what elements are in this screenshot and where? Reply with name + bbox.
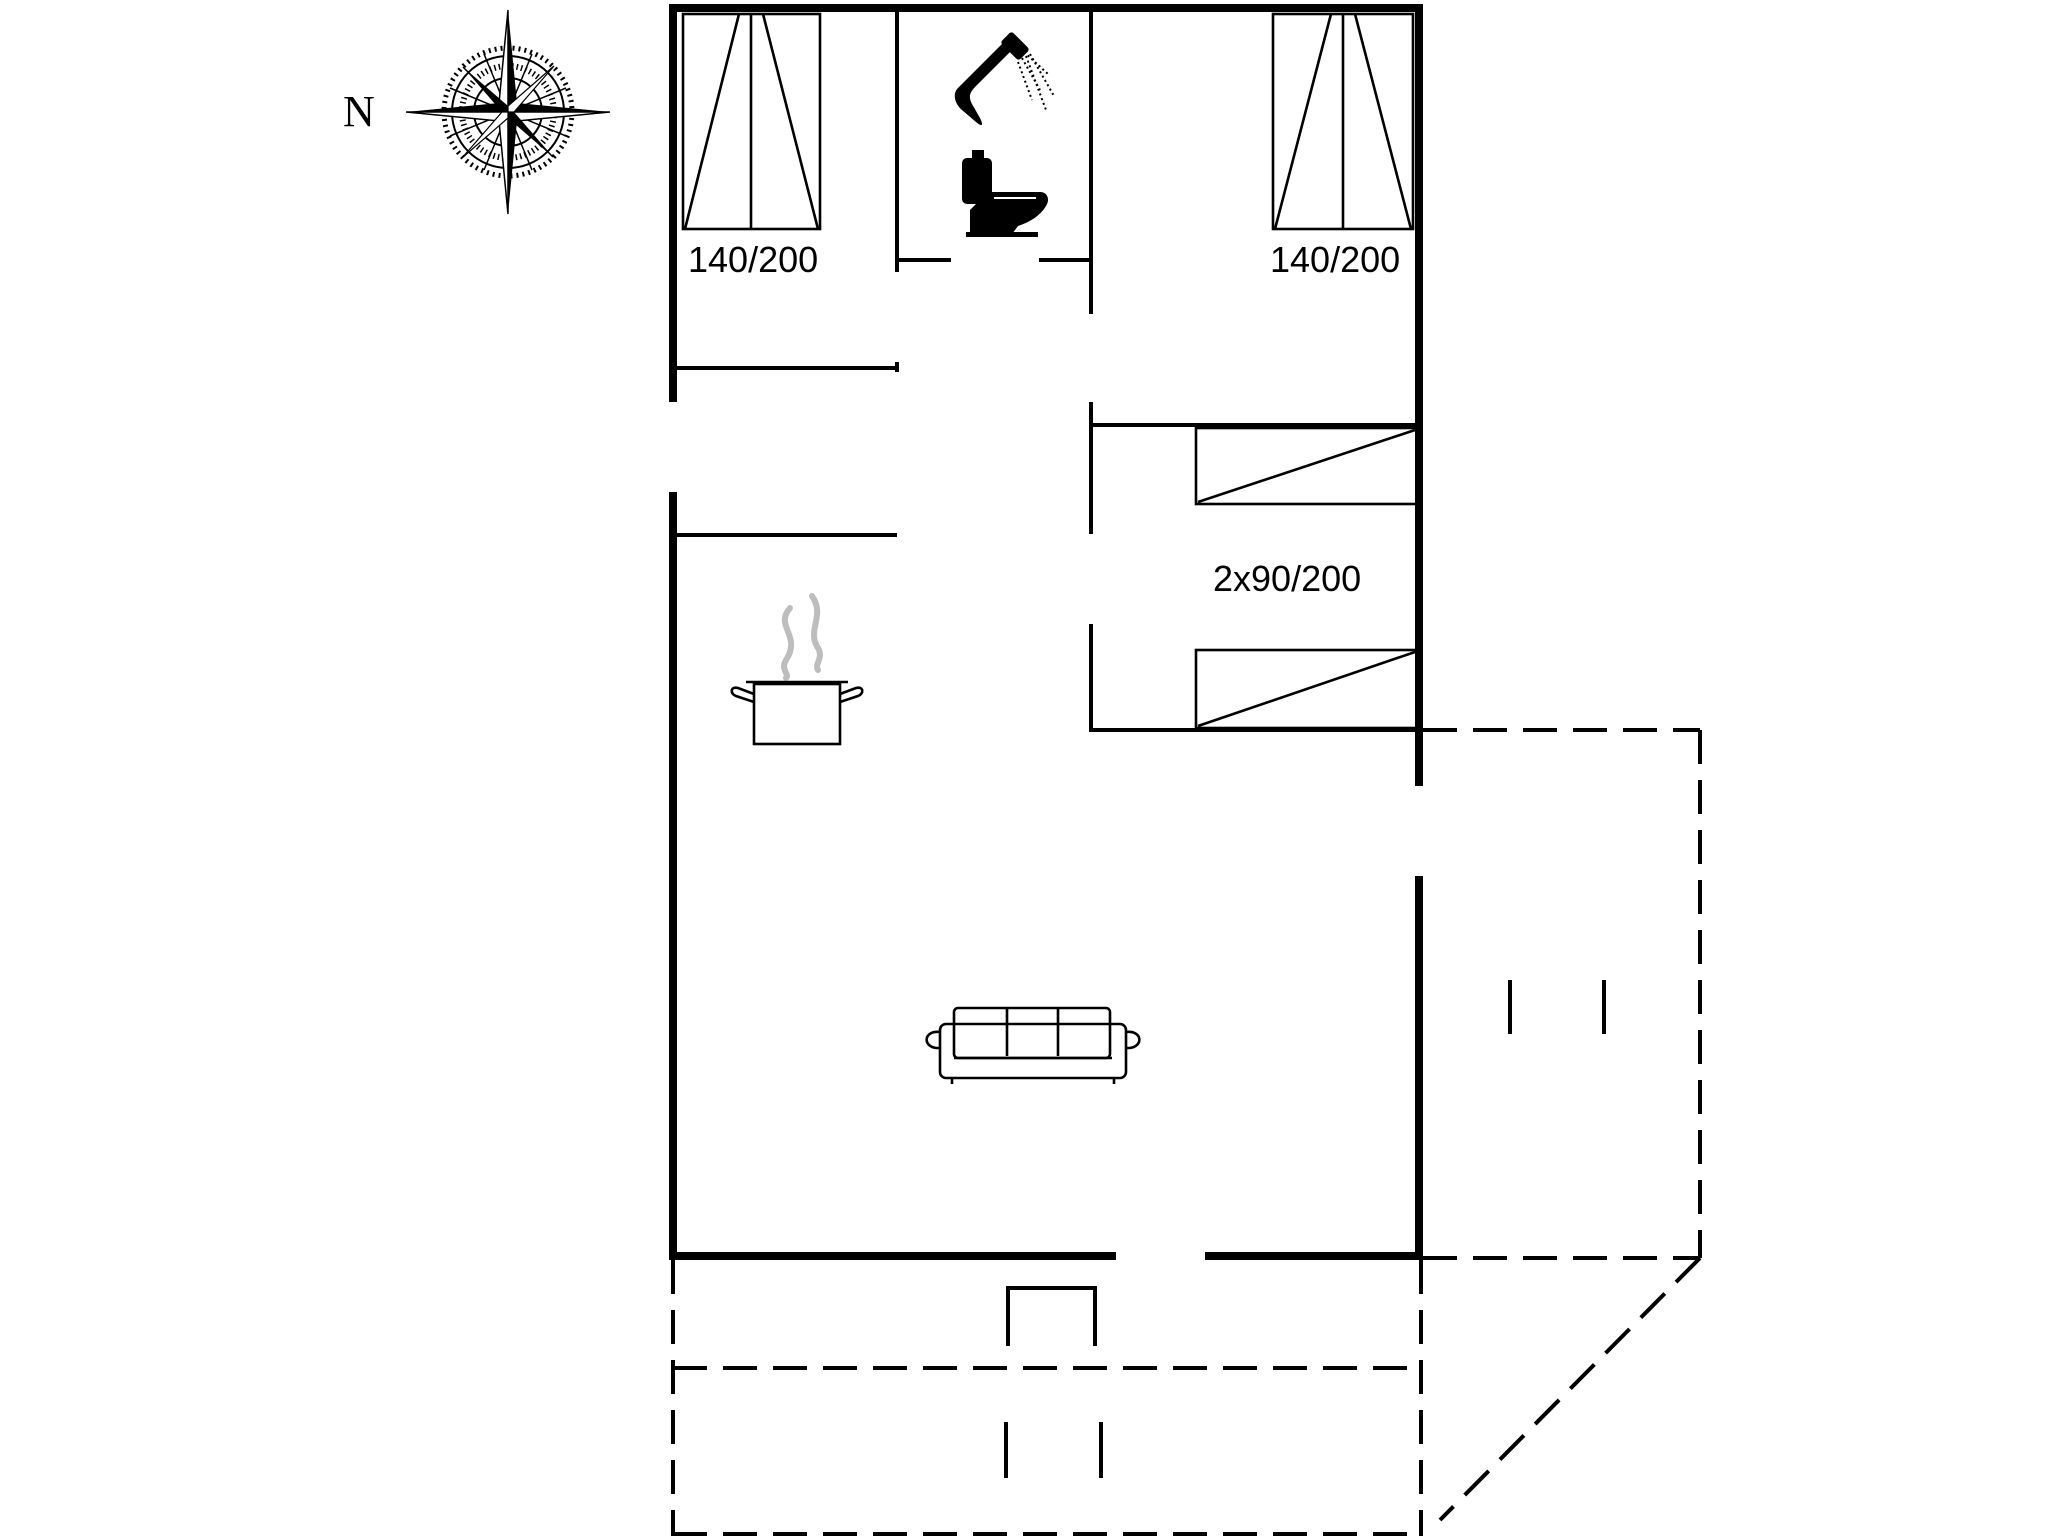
terrace-right [1423,728,1702,1522]
bedroom-2: 140/200 [1270,12,1415,280]
terrace-bottom [671,1260,1423,1536]
bathroom [954,32,1055,237]
bedroom-1: 140/200 [681,12,822,280]
living-room [925,1006,1141,1084]
double-bed-icon [1271,12,1415,231]
single-bed-icon [1194,648,1419,730]
interior-walls [675,10,1419,732]
single-bed-icon [1194,426,1419,506]
shower-icon [954,32,1055,126]
compass: N [343,9,611,215]
bedroom-3: 2x90/200 [1194,426,1419,730]
sofa-icon [925,1006,1141,1084]
toilet-icon [962,150,1048,237]
kitchen [730,593,864,746]
double-bed-icon [681,12,822,231]
bed-size-label: 2x90/200 [1213,558,1361,599]
compass-rose-icon [405,9,611,215]
north-label: N [343,87,375,136]
bed-size-label: 140/200 [1270,239,1400,280]
house-walls [669,4,1423,1260]
cooking-pot-icon [730,593,864,746]
bed-size-label: 140/200 [688,239,818,280]
